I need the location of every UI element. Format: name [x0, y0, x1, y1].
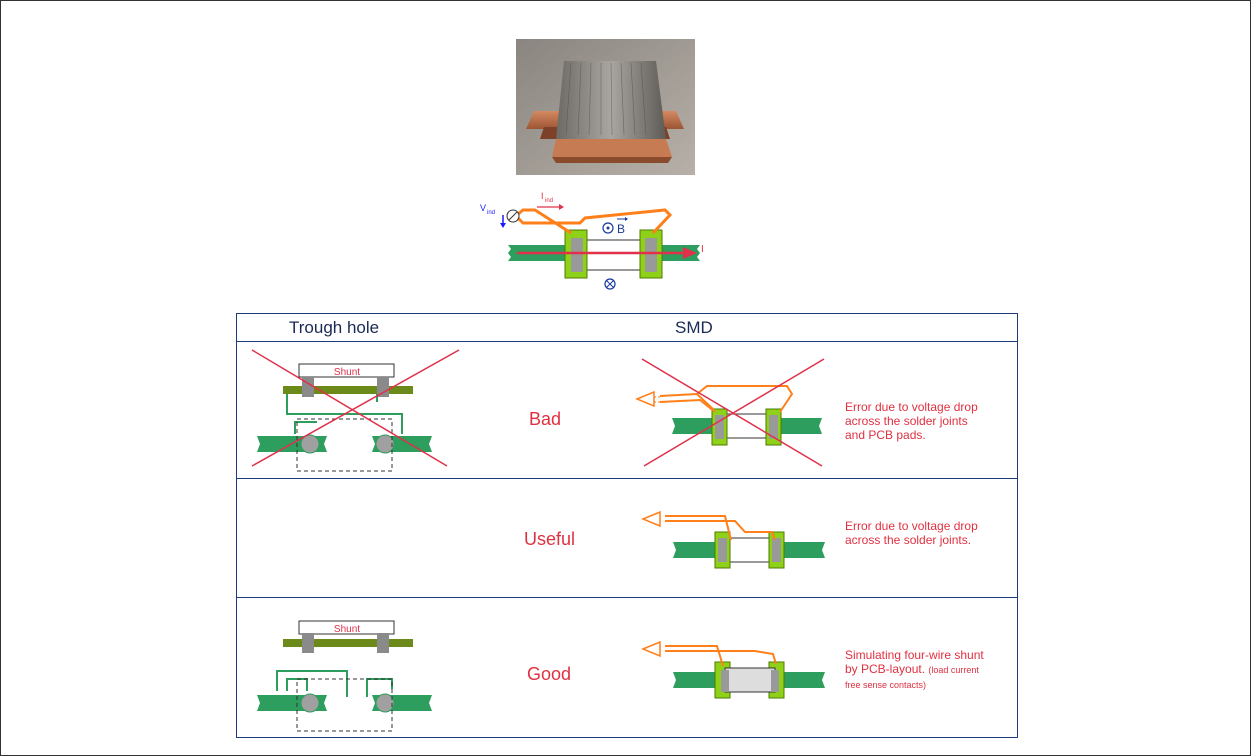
- current-label: I: [701, 244, 704, 255]
- sense-loop: [515, 208, 673, 235]
- smd-bad-diagram: [635, 358, 825, 467]
- verdict-bad: Bad: [529, 409, 562, 429]
- note-good-text: Simulating four-wire shunt by PCB-layout…: [845, 648, 984, 676]
- cross-line: [643, 358, 825, 467]
- amplifier-icon: [641, 640, 661, 658]
- comparison-table: Trough hole SMD Shunt Bad: [236, 313, 1018, 738]
- verdict-useful: Useful: [524, 529, 576, 549]
- col-header-smd: SMD: [675, 318, 713, 337]
- cross-line: [251, 349, 460, 467]
- verdict-good: Good: [527, 664, 572, 684]
- cross-line: [251, 349, 448, 467]
- induction-diagram: V ind I ind B I: [480, 191, 704, 290]
- smd-good-diagram: [641, 640, 825, 699]
- note-good-small: (load current free sense contacts): [845, 665, 979, 690]
- b-field-out-icon: [602, 222, 614, 234]
- note-useful: Error due to voltage drop across the sol…: [845, 519, 978, 547]
- through-hole-bad-diagram: Shunt: [251, 349, 460, 472]
- smd-useful-diagram: [641, 510, 825, 569]
- row-divider-2: [237, 597, 1017, 598]
- note-good: Simulating four-wire shunt by PCB-layout…: [845, 648, 990, 692]
- v-ind-sub: ind: [487, 210, 495, 216]
- row-divider-1: [237, 478, 1017, 479]
- i-ind-label: I: [541, 191, 544, 201]
- through-hole-good-diagram: Shunt: [257, 620, 432, 732]
- header-divider: [237, 341, 1017, 342]
- b-label: B: [617, 222, 625, 236]
- col-header-through-hole: Trough hole: [289, 318, 380, 337]
- amplifier-icon: [635, 390, 655, 408]
- shunt-photo: [516, 39, 695, 175]
- cross-line: [641, 358, 823, 467]
- shunt-label: Shunt: [334, 624, 360, 635]
- amplifier-icon: [641, 510, 661, 528]
- i-ind-sub: ind: [545, 198, 553, 204]
- terminal-left: [571, 238, 583, 272]
- terminal-right: [645, 238, 657, 272]
- b-field-in-icon: [604, 278, 616, 290]
- v-ind-label: V: [480, 203, 486, 213]
- shunt-label: Shunt: [334, 367, 360, 378]
- note-bad: Error due to voltage drop across the sol…: [845, 400, 978, 442]
